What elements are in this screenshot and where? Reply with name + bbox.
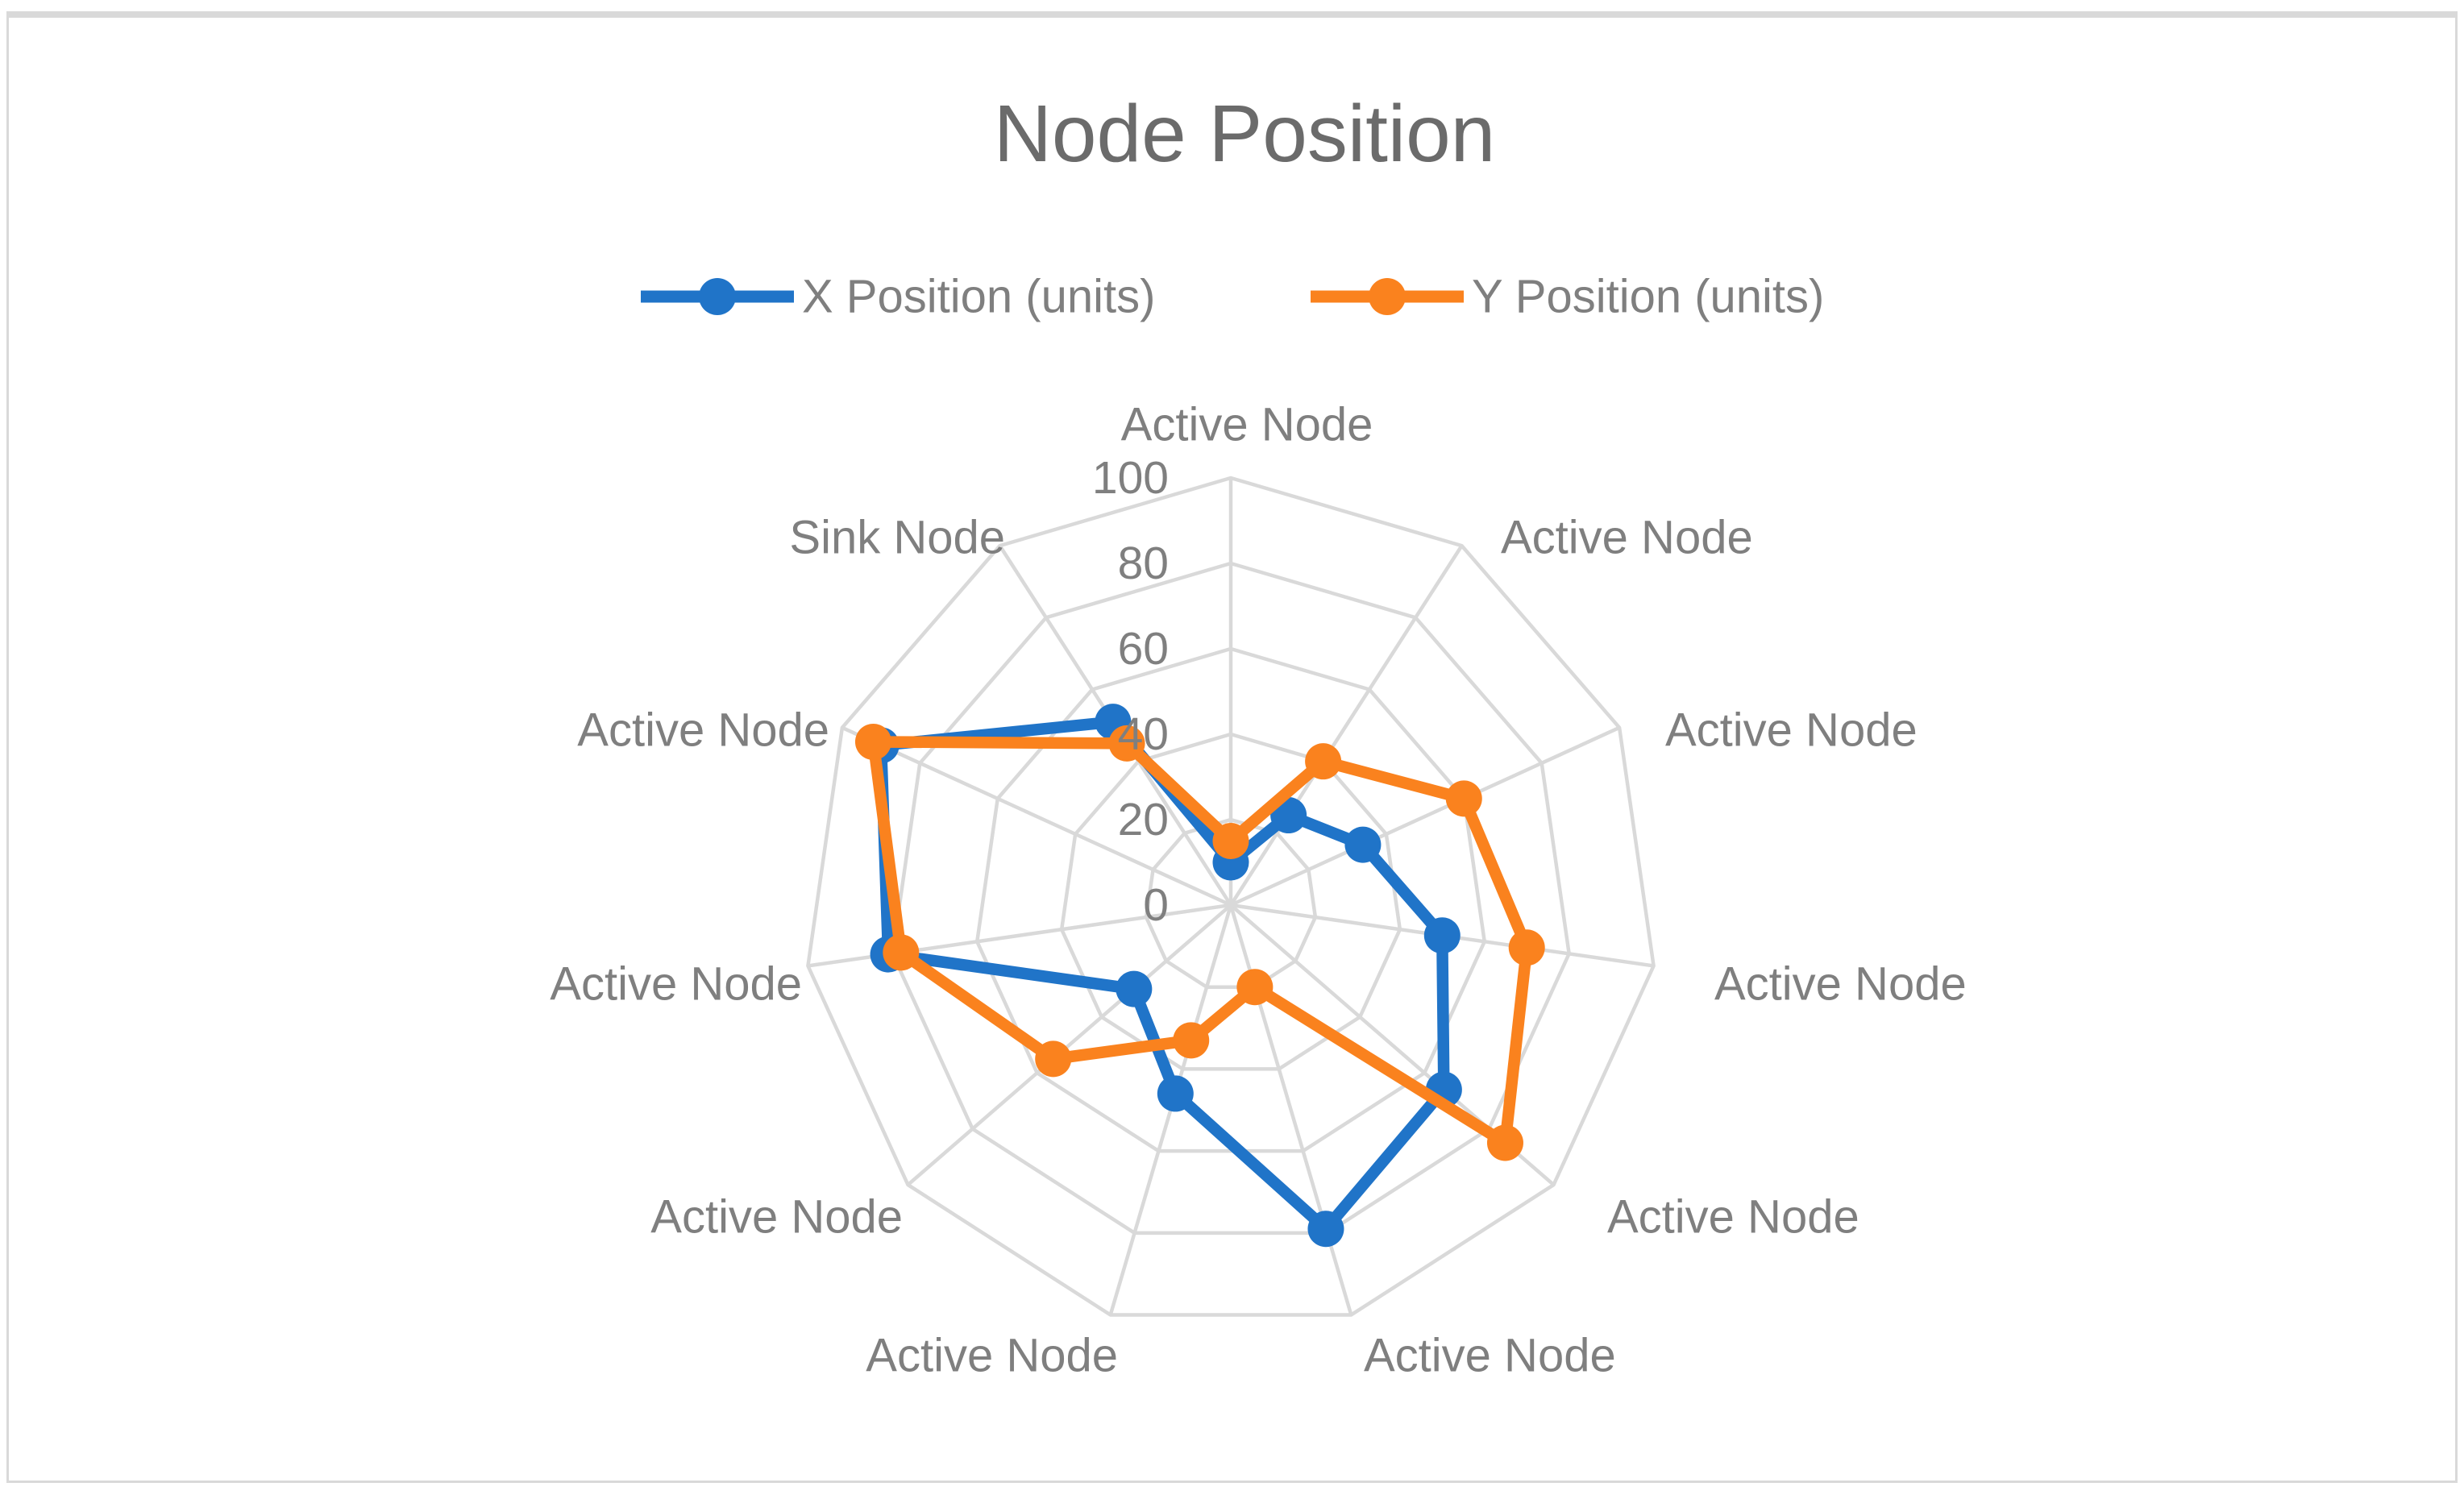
- category-label-2: Active Node: [1665, 704, 1918, 757]
- category-labels: Active Node Active Node Active Node Acti…: [550, 399, 1966, 1382]
- category-label-7: Active Node: [650, 1191, 903, 1244]
- category-label-3: Active Node: [1714, 958, 1967, 1011]
- chart-frame: [6, 11, 2458, 1483]
- category-label-10: Sink Node: [789, 512, 1005, 564]
- radial-axis-ticks: 0 20 40 60 80 100: [1092, 452, 1169, 931]
- category-label-5: Active Node: [1364, 1330, 1616, 1382]
- data-point-1-8: [883, 934, 920, 971]
- legend-label-y: Y Position (units): [1472, 271, 1824, 323]
- legend-marker-y-icon: [1369, 278, 1406, 315]
- data-point-0-5: [1307, 1211, 1344, 1248]
- tick-80: 80: [1118, 538, 1169, 589]
- data-point-1-2: [1445, 780, 1482, 817]
- category-label-9: Active Node: [577, 704, 829, 757]
- data-point-1-1: [1305, 743, 1342, 780]
- legend-marker-x-icon: [699, 278, 736, 315]
- data-point-0-3: [1423, 917, 1461, 954]
- category-label-4: Active Node: [1607, 1191, 1859, 1244]
- category-label-0: Active Node: [1121, 399, 1373, 451]
- tick-60: 60: [1118, 623, 1169, 675]
- legend: X Position (units) Y Position (units): [641, 271, 1824, 323]
- data-point-1-5: [1236, 969, 1274, 1006]
- tick-100: 100: [1092, 452, 1169, 504]
- radar-grid: [806, 476, 1656, 1317]
- data-point-0-7: [1116, 970, 1153, 1007]
- data-point-1-7: [1035, 1040, 1072, 1078]
- data-point-1-4: [1486, 1124, 1523, 1161]
- tick-0: 0: [1143, 879, 1169, 931]
- category-label-1: Active Node: [1501, 512, 1753, 564]
- category-label-8: Active Node: [550, 958, 802, 1011]
- data-point-1-0: [1212, 823, 1249, 859]
- data-point-1-6: [1173, 1022, 1210, 1059]
- category-label-6: Active Node: [866, 1330, 1118, 1382]
- tick-20: 20: [1118, 794, 1169, 845]
- legend-entry-x-position[interactable]: X Position (units): [641, 271, 1155, 323]
- data-point-1-10: [1108, 725, 1145, 762]
- data-point-0-6: [1157, 1075, 1194, 1112]
- tick-40: 40: [1118, 708, 1169, 760]
- legend-label-x: X Position (units): [802, 271, 1155, 323]
- data-point-1-9: [854, 723, 891, 760]
- series-polyline-1: [867, 736, 1533, 1149]
- data-point-0-2: [1344, 826, 1382, 863]
- page-title: Node Position: [994, 89, 1496, 179]
- data-point-1-3: [1508, 929, 1545, 966]
- legend-entry-y-position[interactable]: Y Position (units): [1311, 271, 1824, 323]
- radar-series: [854, 704, 1545, 1248]
